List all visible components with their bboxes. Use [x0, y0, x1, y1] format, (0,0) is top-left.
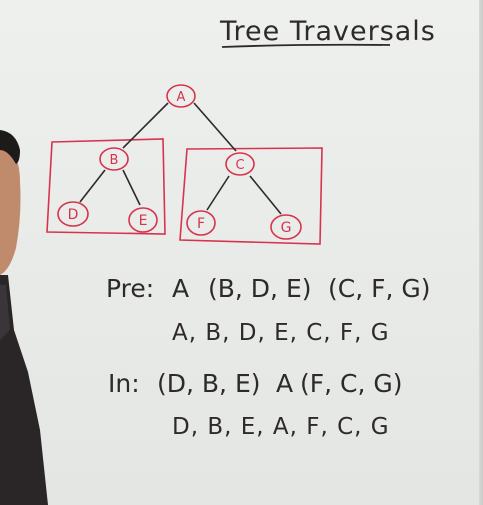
presenter-hair — [0, 130, 20, 164]
preorder-right-group: (C, F, G) — [328, 274, 431, 303]
preorder-left-group: (B, D, E) — [208, 274, 312, 303]
inorder-result: D, B, E, A, F, C, G — [172, 414, 390, 440]
edge-c-g — [249, 175, 282, 215]
node-e-label: E — [139, 213, 148, 229]
node-c-label: C — [235, 158, 244, 173]
preorder-root: A — [172, 274, 189, 303]
edge-b-d — [79, 169, 106, 203]
node-d-label: D — [68, 207, 79, 223]
node-c-circle — [225, 152, 255, 176]
node-f-label: F — [197, 216, 205, 232]
edge-c-f — [206, 175, 230, 211]
node-g-label: G — [281, 220, 292, 236]
board-edge — [479, 0, 483, 505]
node-g-circle — [270, 214, 302, 240]
node-e-circle — [128, 207, 158, 233]
presenter-collar — [0, 285, 10, 340]
node-b-circle — [99, 147, 129, 171]
node-f-circle — [186, 210, 216, 236]
presenter — [0, 130, 48, 505]
edge-a-b — [122, 102, 169, 149]
node-b-label: B — [110, 153, 119, 168]
preorder-result: A, B, D, E, C, F, G — [172, 320, 390, 346]
inorder-label: In: — [108, 369, 140, 398]
left-subtree-box — [46, 138, 166, 235]
presenter-face — [0, 140, 21, 275]
node-a-circle — [166, 84, 196, 108]
inorder-left-group: (D, B, E) — [157, 369, 261, 398]
preorder-label: Pre: — [106, 274, 154, 303]
inorder-root: A — [276, 369, 293, 398]
edge-a-c — [193, 102, 237, 152]
inorder-right-group: (F, C, G) — [300, 369, 403, 398]
node-d-circle — [57, 201, 89, 227]
node-a-label: A — [177, 90, 186, 105]
board-title: Tree Traversals — [219, 16, 436, 47]
edge-b-e — [122, 169, 141, 206]
right-subtree-box — [179, 147, 323, 245]
title-underline — [221, 43, 391, 48]
presenter-shirt — [0, 275, 48, 505]
